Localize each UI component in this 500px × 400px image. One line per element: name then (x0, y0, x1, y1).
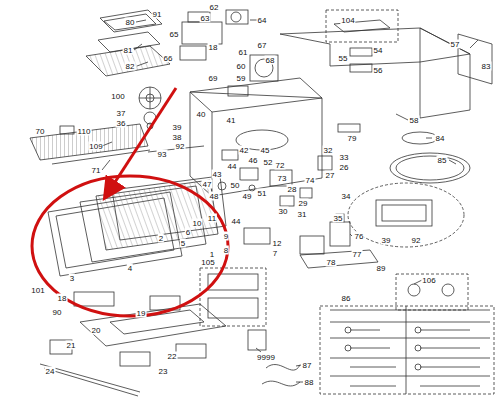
callout-number: 20 (91, 326, 102, 335)
callout-number: 24 (45, 367, 56, 376)
callout-number: 66 (163, 54, 174, 63)
callout-number: 85 (437, 156, 448, 165)
callout-number: 91 (152, 10, 163, 19)
callout-number: 77 (352, 250, 363, 259)
callout-number: 39 (381, 236, 392, 245)
callout-number: 37 (116, 109, 127, 118)
callout-number: 42 (239, 146, 250, 155)
callout-number: 45 (260, 146, 271, 155)
callout-number: 59 (236, 74, 247, 83)
callout-number: 86 (341, 294, 352, 303)
callout-number: 67 (257, 41, 268, 50)
callout-number: 100 (110, 92, 125, 101)
callout-number: 63 (200, 14, 211, 23)
callout-number: 8 (223, 246, 229, 255)
callout-number: 101 (30, 286, 45, 295)
callout-number: 71 (91, 166, 102, 175)
callout-number: 49 (242, 192, 253, 201)
callout-number: 27 (325, 171, 336, 180)
callout-number: 29 (298, 199, 309, 208)
callout-number: 90 (52, 308, 63, 317)
callout-number: 80 (125, 18, 136, 27)
callout-number: 87 (302, 361, 313, 370)
callout-number: 43 (212, 170, 223, 179)
callout-number: 22 (167, 352, 178, 361)
callout-number: 36 (116, 119, 127, 128)
callout-number: 35 (333, 214, 344, 223)
callout-number: 74 (305, 176, 316, 185)
callout-number: 44 (231, 217, 242, 226)
callout-number: 106 (421, 276, 436, 285)
callout-number: 7 (272, 249, 278, 258)
callout-number: 69 (208, 74, 219, 83)
callout-number: 79 (347, 134, 358, 143)
callout-number: 33 (339, 153, 350, 162)
callout-number: 31 (297, 210, 308, 219)
callout-number: 88 (304, 378, 315, 387)
callout-number: 28 (287, 185, 298, 194)
callout-number: 54 (373, 46, 384, 55)
callout-number: 52 (263, 158, 274, 167)
callout-number: 60 (236, 62, 247, 71)
callout-number: 84 (435, 134, 446, 143)
callout-number: 46 (248, 156, 259, 165)
callout-number: 68 (265, 56, 276, 65)
callout-number: 41 (226, 116, 237, 125)
callout-number: 92 (411, 236, 422, 245)
callout-number: 30 (278, 207, 289, 216)
callout-number: 21 (66, 341, 77, 350)
callout-number: 38 (172, 133, 183, 142)
callout-number: 44 (227, 162, 238, 171)
callout-number: 34 (341, 192, 352, 201)
callout-number: 72 (275, 161, 286, 170)
callout-number: 65 (169, 30, 180, 39)
callout-number: 89 (376, 264, 387, 273)
callout-number: 62 (209, 3, 220, 12)
callout-number: 82 (125, 62, 136, 71)
callout-number: 23 (158, 367, 169, 376)
callout-number: 73 (277, 174, 288, 183)
callout-number: 47 (202, 180, 213, 189)
callout-number: 81 (123, 46, 134, 55)
callout-number: 12 (272, 239, 283, 248)
callout-number: 18 (57, 294, 68, 303)
callout-number: 26 (339, 163, 350, 172)
callout-number: 40 (196, 110, 207, 119)
callout-number: 10 (192, 219, 203, 228)
callout-number: 57 (450, 40, 461, 49)
callout-number: 78 (326, 258, 337, 267)
callout-number: 61 (238, 48, 249, 57)
callout-number: 70 (35, 127, 46, 136)
callout-number: 105 (200, 258, 215, 267)
callout-number: 18 (208, 43, 219, 52)
callout-number: 48 (209, 192, 220, 201)
callout-number: 6 (185, 228, 191, 237)
callout-number: 110 (77, 127, 92, 136)
callout-number: 109 (88, 142, 103, 151)
callout-number: 50 (230, 181, 241, 190)
callout-number: 19 (136, 309, 147, 318)
callout-number: 4 (127, 264, 133, 273)
callout-number: 76 (354, 232, 365, 241)
callout-number: 9 (223, 232, 229, 241)
callout-number: 39 (172, 123, 183, 132)
callout-number: 11 (207, 214, 217, 223)
callout-number: 93 (157, 150, 168, 159)
callout-number: 83 (481, 62, 492, 71)
callout-number: 2 (158, 234, 164, 243)
callout-number: 32 (323, 146, 334, 155)
callout-number: 55 (338, 54, 349, 63)
callout-number: 5 (180, 239, 186, 248)
callout-number: 56 (373, 66, 384, 75)
callout-number: 104 (340, 16, 355, 25)
callout-number: 9999 (256, 353, 276, 362)
callout-number: 58 (409, 116, 420, 125)
callout-number: 51 (257, 189, 268, 198)
callout-number: 3 (69, 274, 75, 283)
callout-number: 92 (175, 142, 186, 151)
callout-number: 64 (257, 16, 268, 25)
